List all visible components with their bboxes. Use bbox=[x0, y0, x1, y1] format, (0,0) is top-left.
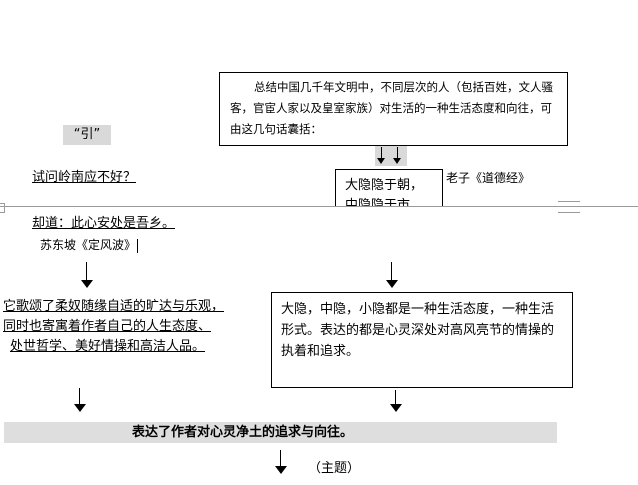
theme-label: （主题） bbox=[308, 461, 361, 476]
quote-line-1: 大隐隐于朝， bbox=[345, 178, 424, 193]
conclusion-band bbox=[4, 422, 557, 443]
quote-box: 大隐隐于朝， 中隐隐于市 bbox=[335, 169, 443, 206]
left-analysis-line-3: 处世哲学、美好情操和高洁人品。 bbox=[10, 339, 206, 354]
summary-text: 总结中国几千年文明中，不同层次的人（包括百姓，文人骚客，官宦人家以及皇室家族）对… bbox=[230, 80, 553, 136]
page-break-mark-right bbox=[558, 201, 580, 213]
right-analysis-text: 大隐，中隐，小隐都是一种生活态度，一种生活形式。表达的都是心灵深处对高风亮节的情… bbox=[281, 302, 555, 359]
right-analysis-box: 大隐，中隐，小隐都是一种生活态度，一种生活形式。表达的都是心灵深处对高风亮节的情… bbox=[271, 292, 573, 388]
left-analysis-line-1: 它歌颂了柔奴随缘自适的旷达与乐观， bbox=[3, 299, 225, 314]
down-arrow-icon bbox=[81, 262, 93, 288]
intro-label: “引” bbox=[63, 125, 111, 145]
down-arrow-icon bbox=[390, 390, 402, 412]
answer-source-text: 苏东坡《定风波》 bbox=[40, 238, 137, 252]
summary-box: 总结中国几千年文明中，不同层次的人（包括百姓，文人骚客，官宦人家以及皇室家族）对… bbox=[219, 72, 568, 146]
down-arrow-icon bbox=[74, 388, 86, 412]
intro-label-text: “引” bbox=[73, 127, 101, 142]
text-cursor bbox=[137, 238, 139, 253]
quote-line-2: 中隐隐于市 bbox=[345, 198, 411, 206]
quote-source: 老子《道德经》 bbox=[446, 171, 531, 185]
answer-text: 却道：此心安处是吾乡。 bbox=[32, 216, 176, 231]
down-arrow-icon bbox=[392, 147, 404, 164]
left-analysis-line-2: 同时也寄寓着作者自己的人生态度、 bbox=[3, 319, 212, 334]
page-break-line bbox=[0, 206, 638, 207]
answer-source: 苏东坡《定风波》 bbox=[40, 236, 139, 254]
down-arrow-icon bbox=[386, 262, 398, 288]
page-break-mark-left bbox=[0, 203, 5, 213]
down-arrow-icon bbox=[275, 450, 287, 474]
down-arrow-icon bbox=[376, 147, 388, 164]
question-text: 试问岭南应不好？ bbox=[32, 170, 137, 185]
left-analysis: 它歌颂了柔奴随缘自适的旷达与乐观， 同时也寄寓着作者自己的人生态度、 处世哲学、… bbox=[3, 297, 224, 357]
conclusion-text: 表达了作者对心灵净土的追求与向往。 bbox=[132, 425, 354, 440]
